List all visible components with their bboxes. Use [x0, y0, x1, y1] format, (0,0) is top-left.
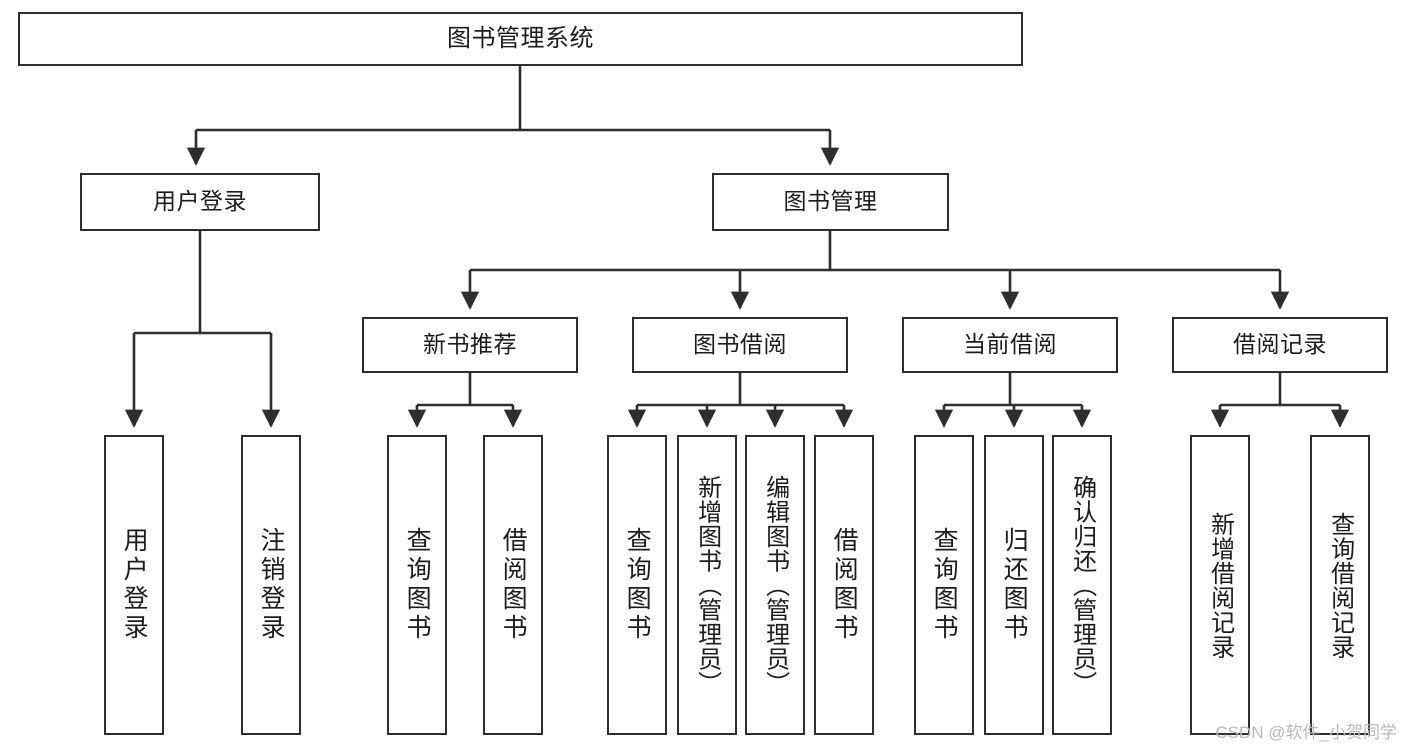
csdn-watermark: CSDN @软件_小贺同学: [1215, 723, 1397, 742]
node-book-management[interactable]: 图书管理: [712, 173, 949, 231]
node-borrow-record-label: 借阅记录: [1233, 331, 1327, 358]
node-leaf-logout[interactable]: 注销登录: [241, 435, 301, 735]
node-leaf-add-book[interactable]: 新增图书（管理员）: [677, 435, 737, 735]
node-current-borrow[interactable]: 当前借阅: [902, 317, 1118, 373]
node-user-login[interactable]: 用户登录: [80, 173, 320, 231]
node-leaf-logout-label: 注销登录: [257, 527, 286, 643]
node-leaf-add-book-label: 新增图书（管理员）: [693, 474, 721, 696]
node-leaf-query-record[interactable]: 查询借阅记录: [1310, 435, 1370, 735]
node-book-borrow-label: 图书借阅: [693, 331, 787, 358]
node-leaf-borrow-book-a-label: 借阅图书: [499, 527, 528, 643]
node-borrow-record[interactable]: 借阅记录: [1172, 317, 1388, 373]
node-leaf-borrow-book-a[interactable]: 借阅图书: [483, 435, 543, 735]
node-leaf-confirm-return[interactable]: 确认归还（管理员）: [1052, 435, 1112, 735]
node-leaf-add-record[interactable]: 新增借阅记录: [1190, 435, 1250, 735]
node-root[interactable]: 图书管理系统: [18, 12, 1023, 66]
node-leaf-query-book-b[interactable]: 查询图书: [607, 435, 667, 735]
node-leaf-user-login[interactable]: 用户登录: [104, 435, 164, 735]
node-leaf-query-book-a[interactable]: 查询图书: [387, 435, 447, 735]
node-new-book-recommend[interactable]: 新书推荐: [362, 317, 578, 373]
node-book-borrow[interactable]: 图书借阅: [632, 317, 848, 373]
node-leaf-query-book-a-label: 查询图书: [403, 527, 432, 643]
node-leaf-query-book-c[interactable]: 查询图书: [914, 435, 974, 735]
node-leaf-edit-book-label: 编辑图书（管理员）: [761, 474, 789, 696]
node-leaf-return-book-label: 归还图书: [1000, 527, 1029, 643]
node-leaf-query-record-label: 查询借阅记录: [1326, 511, 1354, 659]
node-leaf-borrow-book-b-label: 借阅图书: [830, 527, 859, 643]
node-leaf-return-book[interactable]: 归还图书: [984, 435, 1044, 735]
node-new-book-recommend-label: 新书推荐: [423, 331, 517, 358]
node-current-borrow-label: 当前借阅: [963, 331, 1057, 358]
node-leaf-user-login-label: 用户登录: [120, 527, 149, 643]
node-leaf-borrow-book-b[interactable]: 借阅图书: [814, 435, 874, 735]
node-leaf-confirm-return-label: 确认归还（管理员）: [1068, 474, 1096, 696]
node-leaf-query-book-b-label: 查询图书: [623, 527, 652, 643]
node-leaf-edit-book[interactable]: 编辑图书（管理员）: [745, 435, 805, 735]
node-leaf-add-record-label: 新增借阅记录: [1206, 511, 1234, 659]
node-root-label: 图书管理系统: [447, 24, 594, 52]
node-book-management-label: 图书管理: [783, 188, 878, 215]
node-leaf-query-book-c-label: 查询图书: [930, 527, 959, 643]
node-user-login-label: 用户登录: [153, 188, 247, 215]
